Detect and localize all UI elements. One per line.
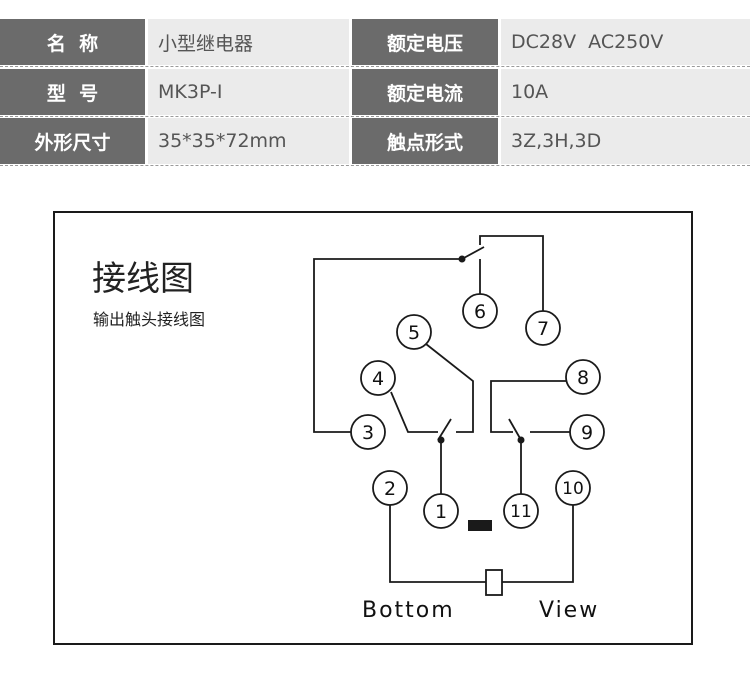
wire-3-common xyxy=(313,258,462,433)
name-value: 小型继电器 xyxy=(148,19,349,65)
pin-1-circle xyxy=(423,493,459,529)
spec-row-size-contact: 外形尺寸 35*35*72mm 触点形式 3Z,3H,3D xyxy=(0,118,750,164)
wire-7 xyxy=(479,235,544,311)
contact-form-value: 3Z,3H,3D xyxy=(501,118,750,164)
switch-blade-top xyxy=(461,246,485,260)
view-label: View xyxy=(539,598,599,623)
size-value: 35*35*72mm xyxy=(148,118,349,164)
pin-6-circle xyxy=(462,293,498,329)
wire-2 xyxy=(389,505,486,583)
switch-blade-right xyxy=(508,418,522,441)
pin-9-circle xyxy=(569,414,605,450)
size-label: 外形尺寸 xyxy=(0,118,145,164)
pin-circles xyxy=(350,293,605,529)
junction-dot xyxy=(517,436,525,444)
spec-row-model-current: 型 号 MK3P-I 额定电流 10A xyxy=(0,69,750,115)
pin-7-label: 7 xyxy=(537,318,549,340)
key-marker xyxy=(468,520,492,531)
wire-5 xyxy=(425,343,474,433)
rated-current-value: 10A xyxy=(501,69,750,115)
bottom-label: Bottom xyxy=(362,598,455,623)
pin-10-circle xyxy=(555,470,591,506)
wiring-lines xyxy=(313,235,574,596)
rated-current-label: 额定电流 xyxy=(352,69,498,115)
wire-4 xyxy=(390,391,438,433)
contact-form-label: 触点形式 xyxy=(352,118,498,164)
wire-8 xyxy=(490,380,567,433)
pin-7-circle xyxy=(525,310,561,346)
pin-4-circle xyxy=(360,360,396,396)
pin-8-label: 8 xyxy=(577,367,589,389)
pin-6-label: 6 xyxy=(474,301,486,323)
model-value: MK3P-I xyxy=(148,69,349,115)
row-divider xyxy=(0,165,750,166)
row-divider xyxy=(0,116,750,117)
pin-11-label: 11 xyxy=(510,502,532,522)
diagram-subtitle: 输出触头接线图 xyxy=(93,310,206,329)
pin-5-label: 5 xyxy=(408,322,420,344)
pin-5-circle xyxy=(396,314,432,350)
rated-voltage-value: DC28V AC250V xyxy=(501,19,750,65)
pin-10-label: 10 xyxy=(562,479,584,499)
junction-dot xyxy=(458,255,466,263)
pin-3-circle xyxy=(350,414,386,450)
diagram-title: 接线图 xyxy=(92,259,194,299)
pin-2-label: 2 xyxy=(384,478,396,500)
pin-1-label: 1 xyxy=(435,501,447,523)
pin-8-circle xyxy=(565,359,601,395)
wiring-diagram-frame xyxy=(53,211,693,645)
pin-9-label: 9 xyxy=(581,422,593,444)
coil-symbol xyxy=(485,569,503,596)
pin-3-label: 3 xyxy=(362,422,374,444)
rated-voltage-label: 额定电压 xyxy=(352,19,498,65)
model-label: 型 号 xyxy=(0,69,145,115)
pin-4-label: 4 xyxy=(372,368,384,390)
row-divider xyxy=(0,66,750,67)
switch-blade-left xyxy=(437,418,452,441)
name-label: 名 称 xyxy=(0,19,145,65)
wire-10 xyxy=(502,505,574,583)
pin-11-circle xyxy=(503,493,539,529)
spec-row-name-voltage: 名 称 小型继电器 额定电压 DC28V AC250V xyxy=(0,19,750,65)
pin-2-circle xyxy=(372,470,408,506)
junction-dot xyxy=(437,436,445,444)
